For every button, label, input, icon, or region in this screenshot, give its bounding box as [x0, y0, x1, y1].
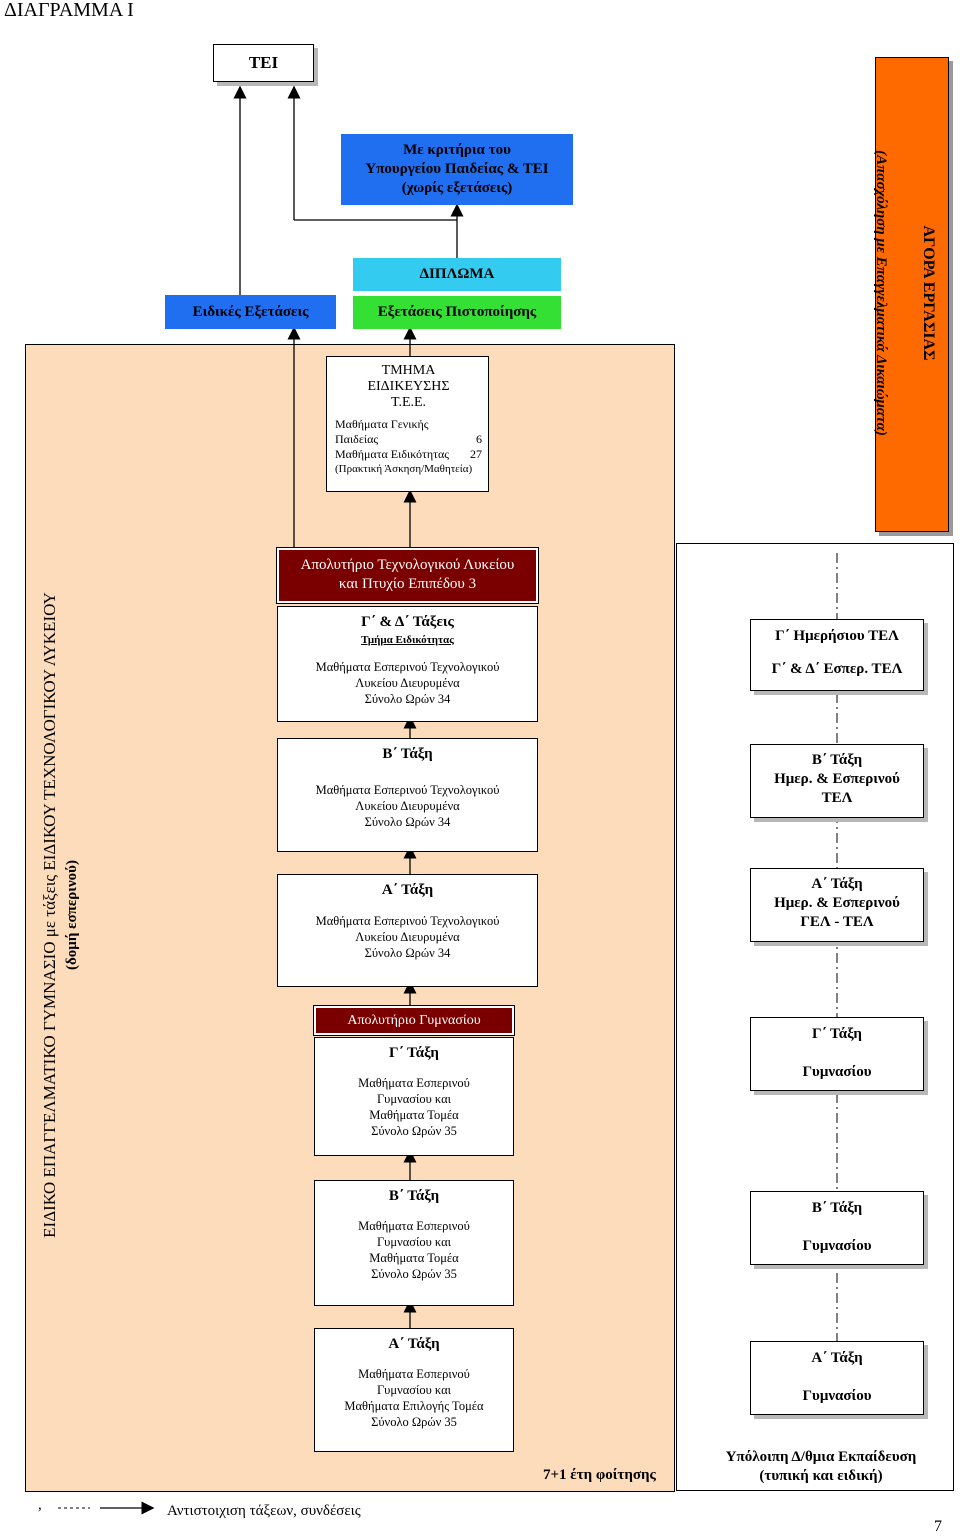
right-box-6-line: Α΄ Τάξη: [811, 1350, 863, 1366]
a-lyceum-line: Λυκείου Διευρυμένα: [355, 930, 460, 944]
right-footer-line: Υπόλοιπη Δ/θμια Εκπαίδευση: [725, 1449, 917, 1465]
labor-market-title: ΑΓΟΡΑ ΕΡΓΑΣΙΑΣ: [920, 225, 937, 361]
criteria-box: Με κριτήρια του Υπουργείου Παιδείας & ΤΕ…: [341, 134, 573, 205]
c-gym-line: Μαθήματα Εσπερινού: [358, 1076, 470, 1090]
diploma-label: ΔΙΠΛΩΜΑ: [419, 266, 495, 282]
school-vertical-subtitle: (δομή εσπερινού): [64, 860, 80, 970]
criteria-line: Υπουργείου Παιδείας & ΤΕΙ: [365, 161, 549, 177]
dept-note: (Πρακτική Άσκηση/Μαθητεία): [335, 463, 473, 475]
cert-exams-label: Εξετάσεις Πιστοποίησης: [377, 304, 537, 320]
gd-classes-sub: Τμήμα Ειδικότητας: [361, 634, 454, 646]
a-lyceum-title: Α΄ Τάξη: [381, 882, 434, 898]
dept-title-line: ΤΜΗΜΑ: [381, 363, 436, 378]
right-box-4-line: Γ΄ Τάξη: [812, 1026, 862, 1042]
b-gym-box: Β΄ Τάξη Μαθήματα Εσπερινού Γυμνασίου και…: [314, 1180, 514, 1306]
b-gym-line: Μαθήματα Τομέα: [369, 1251, 459, 1265]
a-gym-box: Α΄ Τάξη Μαθήματα Εσπερινού Γυμνασίου και…: [314, 1328, 514, 1452]
right-box-4-line: Γυμνασίου: [802, 1064, 872, 1080]
school-vertical-title: ΕΙΔΙΚΟ ΕΠΑΓΓΕΛΜΑΤΙΚΟ ΓΥΜΝΑΣΙΟ με τάξεις …: [40, 592, 59, 1238]
gd-classes-line: Μαθήματα Εσπερινού Τεχνολογικού: [315, 660, 500, 674]
c-gym-line: Γυμνασίου και: [376, 1092, 452, 1106]
study-years: 7+1 έτη φοίτησης: [543, 1467, 656, 1483]
b-lyceum-line: Σύνολο Ωρών 34: [364, 815, 451, 829]
legend-text: Αντιστοιχιση τάξεων, συνδέσεις: [167, 1503, 361, 1519]
right-box-2: Β΄ Τάξη Ημερ. & Εσπερινού ΤΕΛ: [750, 744, 924, 818]
a-lyceum-line: Μαθήματα Εσπερινού Τεχνολογικού: [315, 914, 500, 928]
a-gym-line: Σύνολο Ωρών 35: [371, 1415, 457, 1429]
a-lyceum-line: Σύνολο Ωρών 34: [364, 946, 451, 960]
right-footer-line: (τυπική και ειδική): [759, 1468, 883, 1484]
labor-market-box: ΑΓΟΡΑ ΕΡΓΑΣΙΑΣ (Απασχόληση με Επαγγελματ…: [873, 57, 949, 532]
dept-general-label: Παιδείας: [335, 432, 379, 446]
a-gym-title: Α΄ Τάξη: [388, 1336, 440, 1352]
b-lyceum-line: Λυκείου Διευρυμένα: [355, 799, 460, 813]
legend-comma: ,: [38, 1497, 42, 1513]
labor-market-subtitle: (Απασχόληση με Επαγγελματικά Δικαιώματα): [873, 150, 889, 436]
right-box-1-line: Γ΄ & Δ΄ Εσπερ. ΤΕΛ: [771, 661, 903, 677]
dept-general-label: Μαθήματα Γενικής: [335, 417, 429, 431]
lyceum-cert-line: και Πτυχίο Επιπέδου 3: [338, 576, 477, 592]
right-box-4: Γ΄ Τάξη Γυμνασίου: [750, 1017, 924, 1091]
a-gym-line: Μαθήματα Επιλογής Τομέα: [344, 1399, 484, 1413]
right-box-1-line: Γ΄ Ημερήσιου ΤΕΛ: [775, 628, 899, 644]
right-box-2-line: Β΄ Τάξη: [811, 752, 863, 768]
tei-box: ΤΕΙ: [213, 44, 314, 82]
right-box-5-line: Γυμνασίου: [802, 1238, 872, 1254]
right-box-5: Β΄ Τάξη Γυμνασίου: [750, 1191, 924, 1265]
right-footer: Υπόλοιπη Δ/θμια Εκπαίδευση (τυπική και ε…: [696, 1448, 946, 1486]
criteria-line: (χωρίς εξετάσεις): [401, 180, 513, 196]
right-box-6-line: Γυμνασίου: [802, 1388, 872, 1404]
b-gym-title: Β΄ Τάξη: [388, 1188, 440, 1204]
b-gym-line: Σύνολο Ωρών 35: [371, 1267, 457, 1281]
gd-classes-title: Γ΄ & Δ΄ Τάξεις: [361, 614, 454, 630]
dept-general-count: 6: [476, 432, 482, 446]
right-box-3: Α΄ Τάξη Ημερ. & Εσπερινού ΓΕΛ - ΤΕΛ: [750, 868, 924, 942]
special-exams-box: Ειδικές Εξετάσεις: [165, 295, 336, 329]
gd-classes-line: Λυκείου Διευρυμένα: [355, 676, 460, 690]
right-box-3-line: ΓΕΛ - ΤΕΛ: [800, 914, 874, 930]
c-gym-box: Γ΄ Τάξη Μαθήματα Εσπερινού Γυμνασίου και…: [314, 1037, 514, 1156]
gym-cert-box: Απολυτήριο Γυμνασίου: [313, 1005, 515, 1036]
gym-cert-label: Απολυτήριο Γυμνασίου: [347, 1013, 481, 1028]
dept-title-line: ΕΙΔΙΚΕΥΣΗΣ: [367, 379, 450, 394]
right-box-5-line: Β΄ Τάξη: [811, 1200, 863, 1216]
c-gym-title: Γ΄ Τάξη: [389, 1045, 439, 1061]
right-box-2-line: ΤΕΛ: [821, 790, 853, 806]
gd-classes-line: Σύνολο Ωρών 34: [364, 692, 451, 706]
diploma-box: ΔΙΠΛΩΜΑ: [353, 258, 561, 291]
b-gym-line: Γυμνασίου και: [376, 1235, 452, 1249]
a-gym-line: Γυμνασίου και: [376, 1383, 452, 1397]
specialty-dept-box: ΤΜΗΜΑ ΕΙΔΙΚΕΥΣΗΣ Τ.Ε.Ε. Μαθήματα Γενικής…: [326, 356, 489, 492]
page-number: 7: [934, 1518, 942, 1535]
gd-classes-box: Γ΄ & Δ΄ Τάξεις Τμήμα Ειδικότητας Μαθήματ…: [277, 606, 538, 722]
special-exams-label: Ειδικές Εξετάσεις: [192, 304, 309, 320]
cert-exams-box: Εξετάσεις Πιστοποίησης: [353, 296, 561, 329]
c-gym-line: Σύνολο Ωρών 35: [371, 1124, 457, 1138]
right-box-6: Α΄ Τάξη Γυμνασίου: [750, 1341, 924, 1415]
c-gym-line: Μαθήματα Τομέα: [369, 1108, 459, 1122]
b-lyceum-line: Μαθήματα Εσπερινού Τεχνολογικού: [315, 783, 500, 797]
right-box-1: Γ΄ Ημερήσιου ΤΕΛ Γ΄ & Δ΄ Εσπερ. ΤΕΛ: [750, 619, 924, 691]
a-gym-line: Μαθήματα Εσπερινού: [358, 1367, 470, 1381]
lyceum-cert-line: Απολυτήριο Τεχνολογικού Λυκείου: [300, 557, 515, 573]
page-title: ΔΙΑΓΡΑΜΜΑ Ι: [4, 0, 134, 21]
right-box-3-line: Α΄ Τάξη: [811, 876, 863, 892]
tei-label: ΤΕΙ: [248, 53, 279, 72]
dept-specialty-label: Μαθήματα Ειδικότητας: [335, 447, 449, 461]
right-box-2-line: Ημερ. & Εσπερινού: [774, 771, 900, 787]
criteria-line: Με κριτήρια του: [403, 142, 511, 158]
b-lyceum-title: Β΄ Τάξη: [382, 746, 433, 762]
dept-specialty-count: 27: [470, 447, 482, 461]
lyceum-cert-box: Απολυτήριο Τεχνολογικού Λυκείου και Πτυχ…: [276, 547, 539, 604]
right-box-3-line: Ημερ. & Εσπερινού: [774, 895, 900, 911]
b-gym-line: Μαθήματα Εσπερινού: [358, 1219, 470, 1233]
b-lyceum-box: Β΄ Τάξη Μαθήματα Εσπερινού Τεχνολογικού …: [277, 738, 538, 852]
dept-title-line: Τ.Ε.Ε.: [390, 395, 427, 410]
a-lyceum-box: Α΄ Τάξη Μαθήματα Εσπερινού Τεχνολογικού …: [277, 874, 538, 987]
